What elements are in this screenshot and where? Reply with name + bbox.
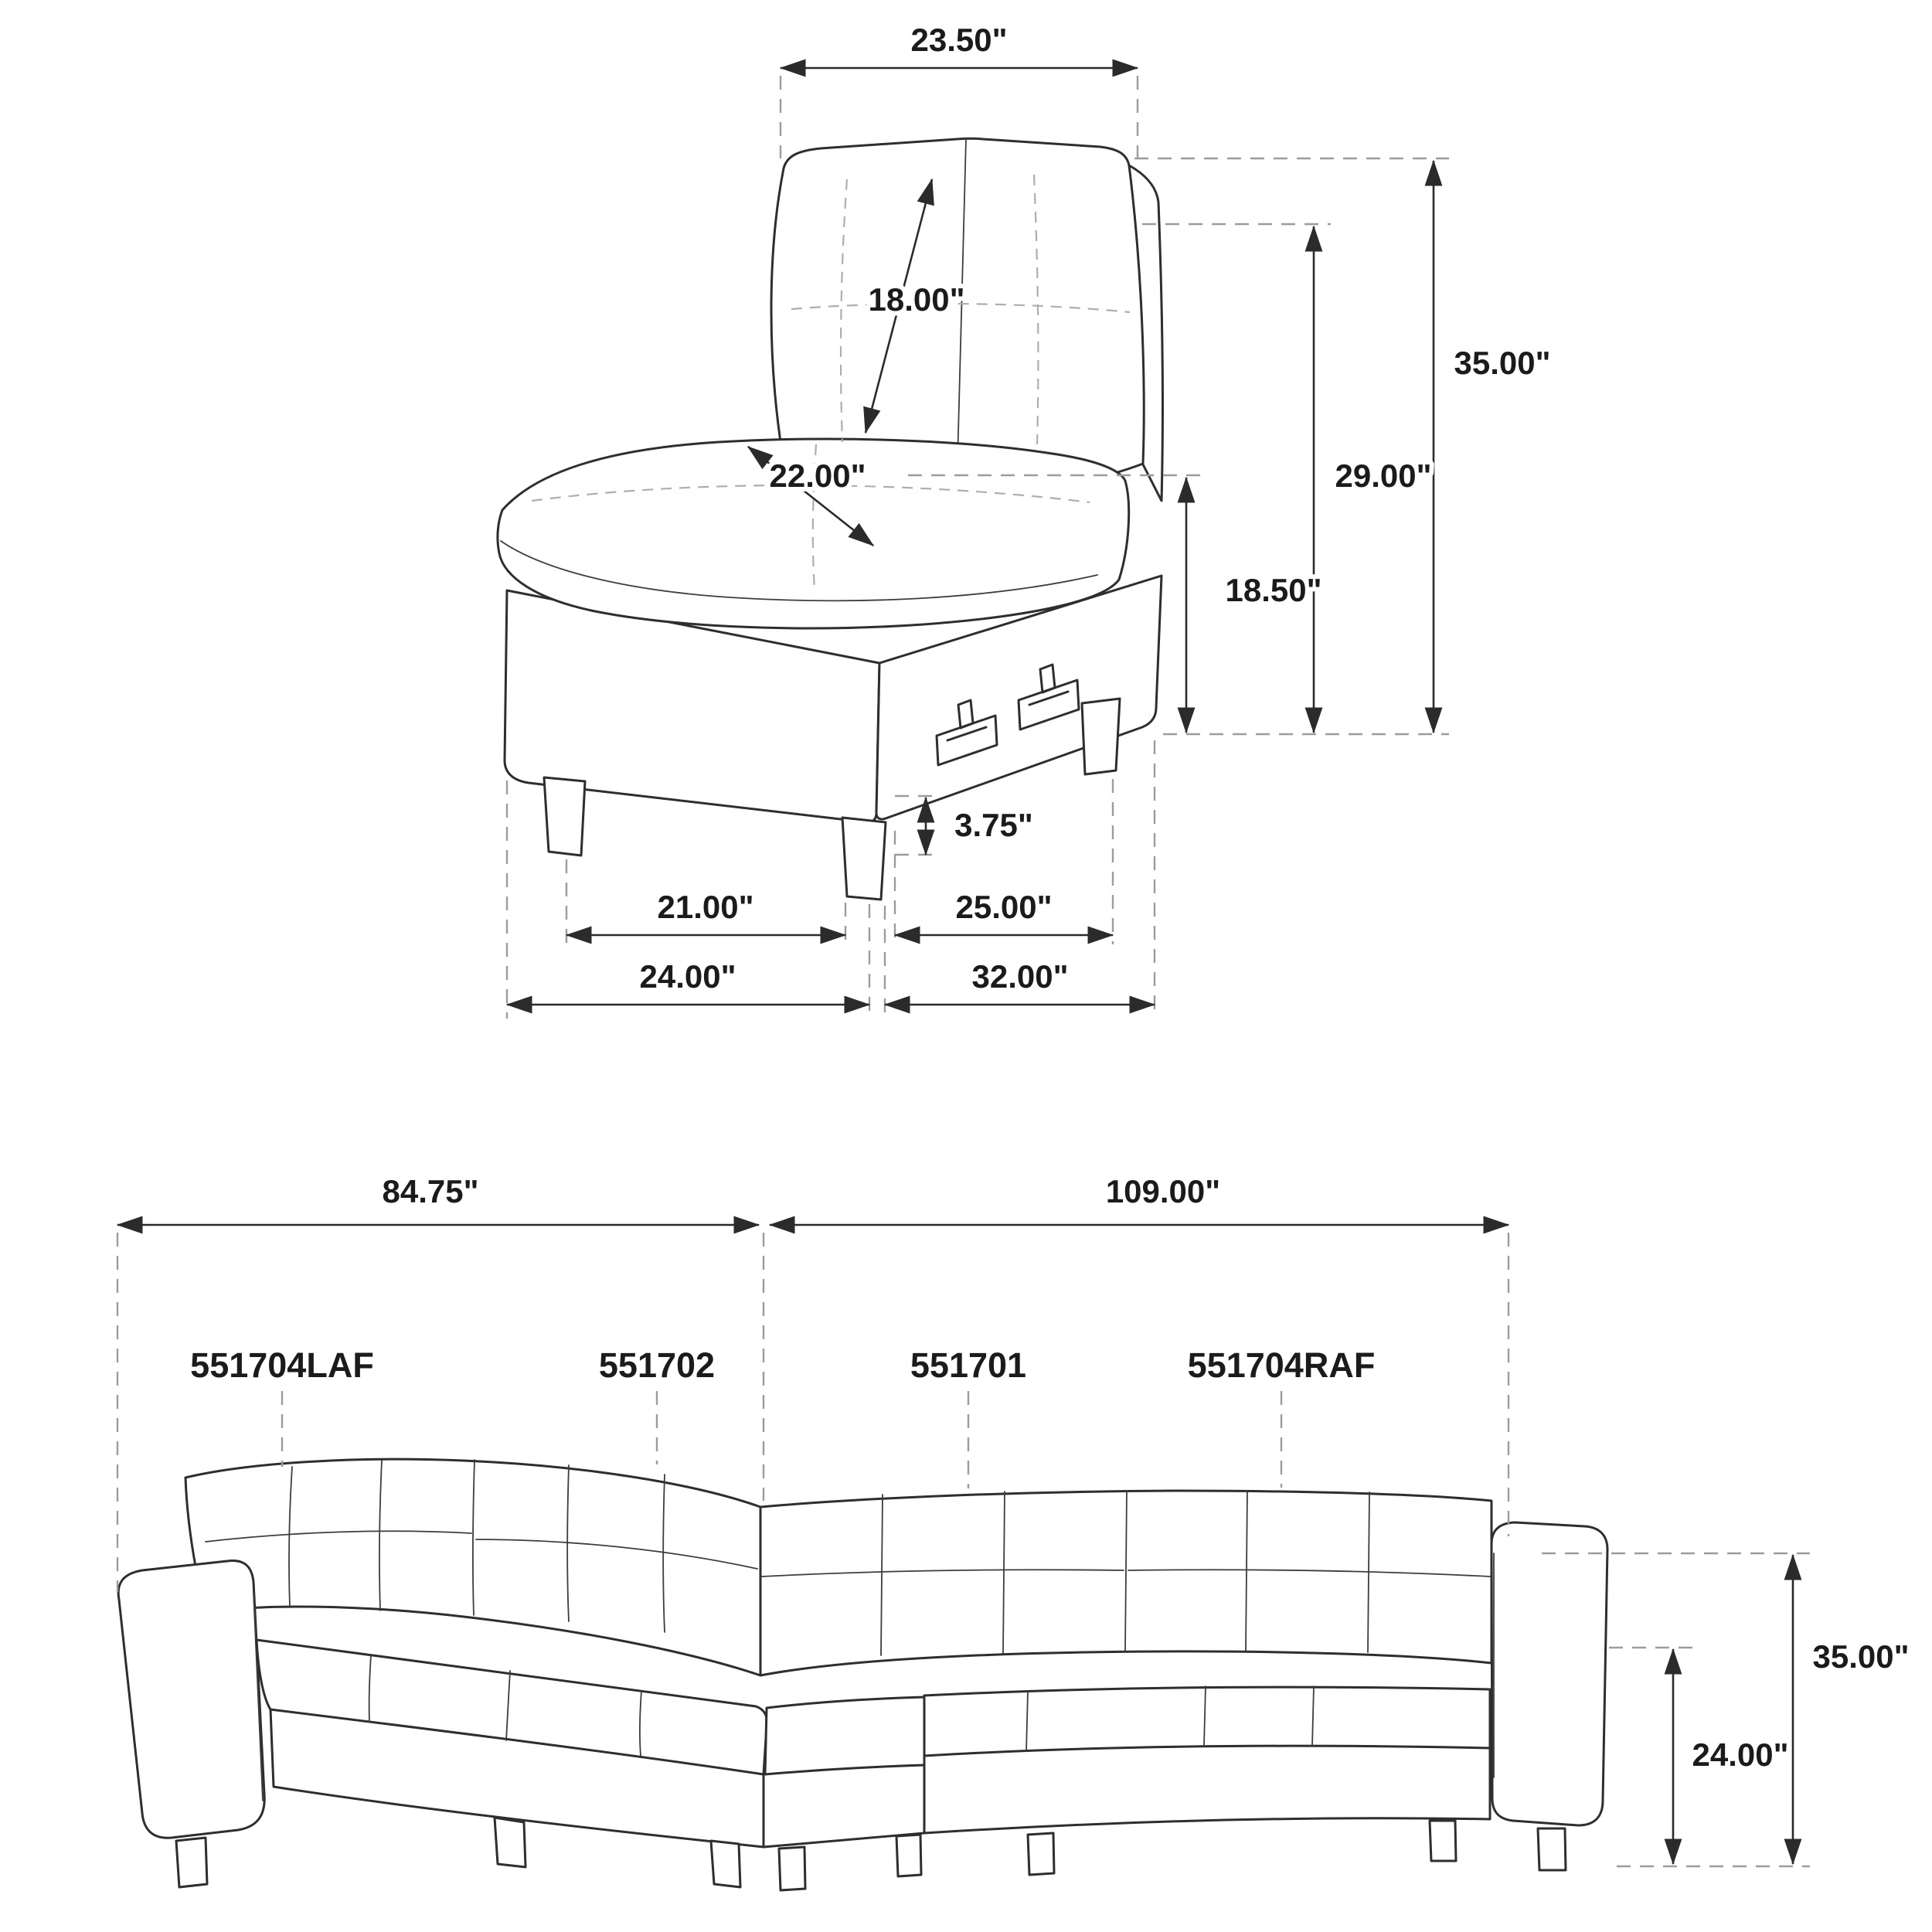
- sectional-right-arm: [1490, 1521, 1609, 1827]
- dim-label-leg-height: 3.75": [954, 807, 1033, 843]
- dim-label-left-length: 84.75": [382, 1173, 478, 1209]
- dim-label-front-leg-span: 21.00": [657, 889, 753, 925]
- sectional-seat-seams: [368, 1655, 1315, 1757]
- part-label-551704raf: 551704RAF: [1188, 1345, 1376, 1385]
- part-label-551702: 551702: [599, 1345, 715, 1385]
- chair-legs: [543, 697, 1121, 901]
- chair-stitch-lines: [531, 174, 1131, 590]
- chair-base-side-face: [875, 574, 1163, 821]
- sectional-extension-lines: [116, 1233, 1810, 1868]
- sectional-diagram: 84.75" 109.00" 551704LAF 551702 551701 5…: [116, 1168, 1914, 1892]
- sectional-corner-seat: [764, 1696, 926, 1776]
- connector-bracket-1: [935, 714, 998, 767]
- connector-pin-2: [1039, 663, 1056, 694]
- dim-label-overall-depth: 32.00": [971, 958, 1068, 995]
- chair-diagram: 23.50" 18.00" 22.00" 35.00" 29.00" 18.50…: [496, 17, 1556, 1019]
- part-label-551704laf: 551704LAF: [190, 1345, 374, 1385]
- sectional-labels: 84.75" 109.00" 551704LAF 551702 551701 5…: [185, 1168, 1913, 1777]
- dim-label-overall-height: 35.00": [1454, 345, 1550, 381]
- dim-label-seat-cushion: 22.00": [769, 457, 866, 494]
- sectional-dimension-lines: [116, 1216, 1802, 1866]
- connector-pin-1: [957, 699, 975, 730]
- sectional-drawing: [117, 1458, 1609, 1892]
- dim-label-sectional-height: 35.00": [1812, 1638, 1909, 1675]
- chair-seat-front-crease: [500, 540, 1098, 602]
- part-label-551701: 551701: [910, 1345, 1026, 1385]
- dim-label-back-width: 23.50": [910, 22, 1007, 58]
- dim-label-back-height: 29.00": [1335, 457, 1431, 494]
- sectional-left-seats: [255, 1638, 768, 1776]
- chair-dimension-lines: [505, 59, 1443, 1014]
- chair-back-center-seam: [956, 138, 967, 492]
- dim-label-seat-height: 18.50": [1225, 572, 1321, 608]
- chair-connector-hardware: [935, 663, 1080, 767]
- dim-label-sectional-seat-back: 24.00": [1692, 1736, 1788, 1773]
- sectional-legs: [175, 1816, 1567, 1892]
- chair-leg-front-center: [841, 816, 887, 901]
- dim-label-side-leg-span: 25.00": [955, 889, 1052, 925]
- sectional-left-arm-crease: [253, 1591, 264, 1801]
- sectional-back-tufting: [205, 1459, 1491, 1656]
- connector-bracket-2: [1017, 679, 1080, 731]
- chair-leg-right: [1080, 697, 1121, 776]
- dim-line-back-cushion: [863, 178, 934, 434]
- chair-extension-lines: [505, 76, 1449, 1019]
- dim-line-seat-cushion: [747, 445, 875, 547]
- sectional-left-arm: [117, 1559, 266, 1839]
- chair-leg-front-left: [543, 776, 587, 857]
- dim-label-overall-width: 24.00": [639, 958, 736, 995]
- chair-dimension-labels: 23.50" 18.00" 22.00" 35.00" 29.00" 18.50…: [634, 17, 1555, 999]
- dim-label-back-cushion: 18.00": [868, 281, 964, 318]
- chair-drawing: [496, 137, 1164, 901]
- chair-back-side-panel: [1128, 164, 1164, 502]
- dim-label-right-length: 109.00": [1106, 1173, 1220, 1209]
- sectional-right-seats: [923, 1685, 1492, 1757]
